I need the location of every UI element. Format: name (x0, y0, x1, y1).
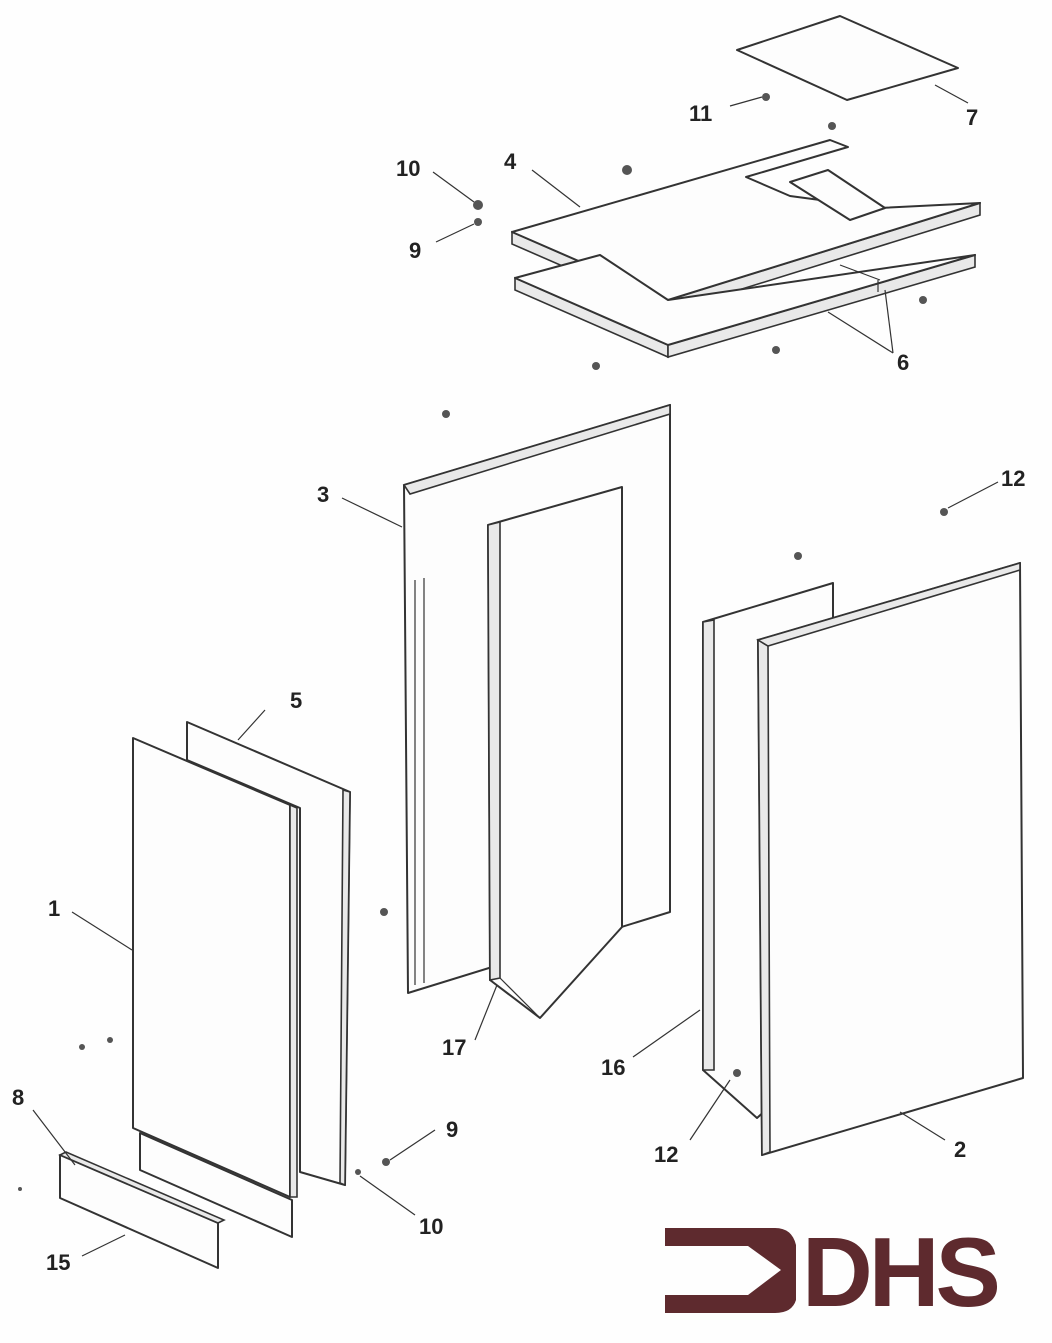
label-11: 11 (689, 101, 712, 126)
label-8: 8 (12, 1085, 24, 1110)
label-12: 12 (1001, 466, 1025, 491)
part-1-side-panel (132, 737, 298, 1238)
part-labels: 11 7 10 4 9 6 12 3 5 1 17 16 8 9 12 2 10… (12, 101, 1025, 1275)
label-3: 3 (317, 482, 329, 507)
label-10b: 10 (419, 1214, 443, 1239)
leader-lines (32, 84, 999, 1257)
label-16: 16 (601, 1055, 625, 1080)
label-12b: 12 (654, 1142, 678, 1167)
part-6-shelf (514, 253, 976, 359)
label-15: 15 (46, 1250, 70, 1275)
arrow-icon (665, 1228, 796, 1313)
label-4: 4 (504, 149, 517, 174)
logo-text: DHS (802, 1217, 998, 1327)
label-9b: 9 (446, 1117, 458, 1142)
label-2: 2 (954, 1137, 966, 1162)
dhs-logo: DHS (665, 1217, 1002, 1327)
part-15-kick-plate (58, 1151, 226, 1269)
label-9: 9 (409, 238, 421, 263)
label-10: 10 (396, 156, 420, 181)
label-1: 1 (48, 896, 60, 921)
label-6: 6 (897, 350, 909, 375)
label-7: 7 (966, 105, 978, 130)
part-7-top-panel (736, 15, 959, 101)
part-5-liner (186, 721, 351, 1187)
part-2-side-panel (756, 561, 1024, 1157)
hardware-fasteners (18, 93, 948, 1191)
label-17: 17 (442, 1035, 466, 1060)
part-17-divider (487, 486, 623, 1019)
label-5: 5 (290, 688, 302, 713)
